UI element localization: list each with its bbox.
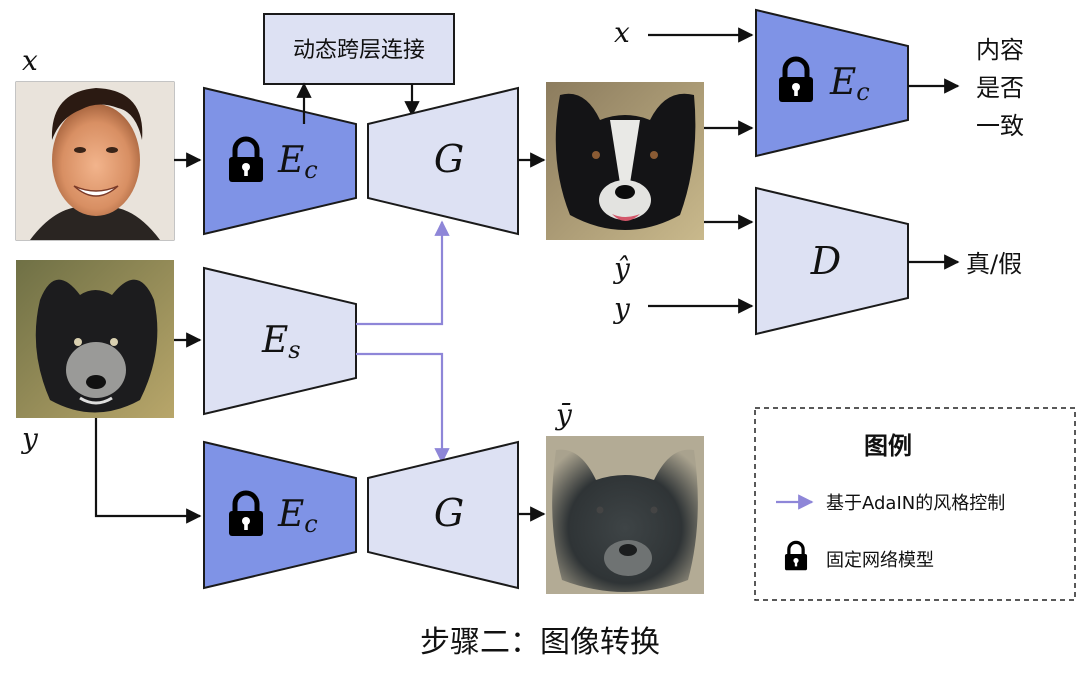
- dynamic-skip-connection-box: 动态跨层连接: [263, 13, 455, 85]
- y-hat-label: ŷ: [612, 252, 631, 285]
- skip-connection-label: 动态跨层连接: [293, 38, 425, 63]
- y-input-label: y: [20, 422, 39, 455]
- discriminator: D: [755, 186, 909, 336]
- y-right-label: y: [612, 292, 631, 325]
- y-to-ec-bottom-arrow: [94, 418, 202, 524]
- y-bar-label: ȳ: [554, 398, 573, 431]
- content-encoder-bottom: Ec: [203, 440, 357, 590]
- svg-text:G: G: [434, 137, 464, 181]
- style-control-arrow-bottom: [356, 352, 450, 464]
- content-consistency-line1: 内容: [976, 36, 1024, 64]
- legend: 图例 基于AdaIN的风格控制 固定网络模型: [754, 407, 1076, 601]
- y-hat-generated-photo: [546, 82, 704, 240]
- style-control-arrow-top: [356, 220, 450, 326]
- svg-text:D: D: [810, 239, 841, 283]
- lock-icon: [783, 540, 809, 572]
- legend-style-label: 基于AdaIN的风格控制: [826, 493, 1005, 514]
- x-face-photo: [15, 81, 175, 241]
- content-encoder-right: Ec: [755, 8, 909, 158]
- style-encoder: Es: [203, 266, 357, 416]
- svg-text:Es: Es: [261, 320, 301, 364]
- generator-top: G: [367, 86, 519, 236]
- generator-bottom: G: [367, 440, 519, 590]
- content-consistency-line2: 是否: [976, 74, 1024, 102]
- svg-text:Ec: Ec: [277, 494, 318, 538]
- figure-caption: 步骤二：图像转换: [420, 625, 660, 660]
- x-right-label: x: [614, 16, 630, 49]
- svg-text:G: G: [434, 491, 464, 535]
- legend-lock-label: 固定网络模型: [826, 550, 934, 571]
- y-bar-blurred-photo: [546, 436, 704, 594]
- y-dog-photo: [16, 260, 174, 418]
- content-encoder-top: Ec: [203, 86, 357, 236]
- svg-text:Ec: Ec: [829, 62, 870, 106]
- real-fake-label: 真/假: [966, 250, 1022, 278]
- legend-title: 图例: [864, 432, 912, 460]
- svg-text:Ec: Ec: [277, 140, 318, 184]
- x-input-label: x: [22, 44, 38, 77]
- content-consistency-line3: 一致: [976, 112, 1024, 140]
